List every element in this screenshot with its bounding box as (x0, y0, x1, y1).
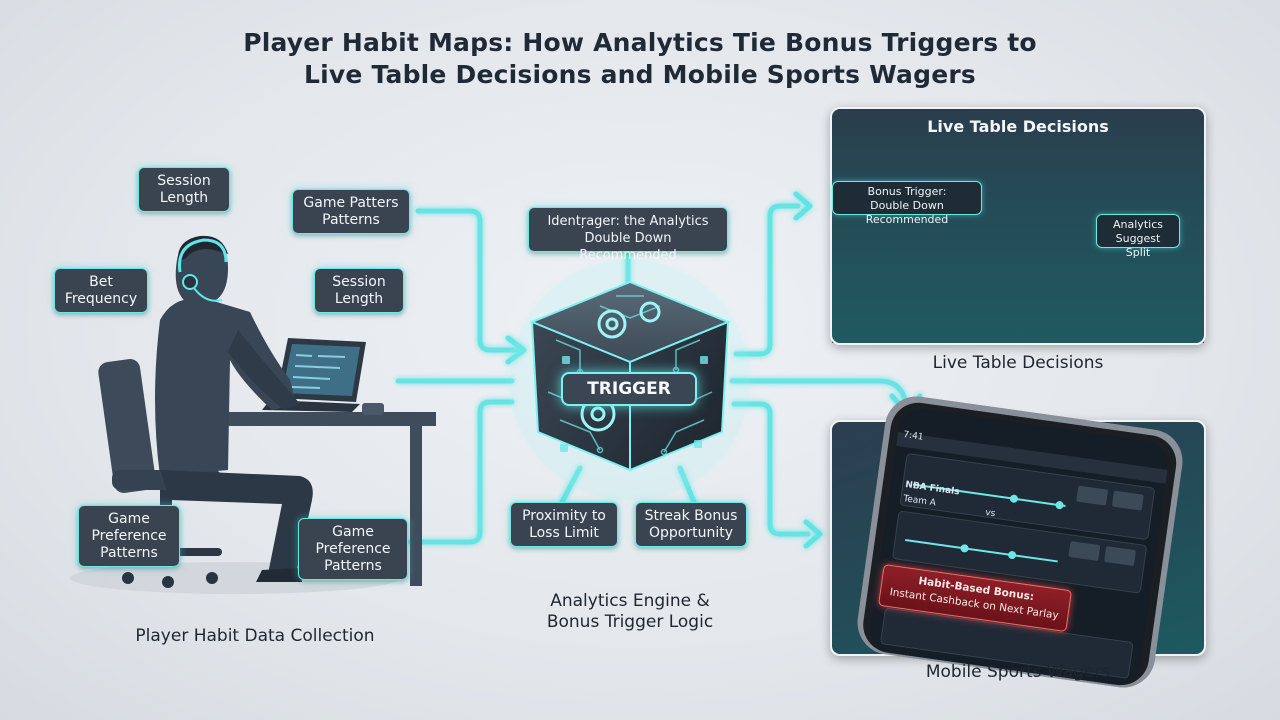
line-cube-to-mobile (731, 401, 811, 537)
line-cube-to-live (733, 203, 801, 357)
arrow-to-live (793, 191, 813, 221)
arrow-to-mobile (803, 519, 823, 549)
caption-mobile-sports-wagers: Mobile Sports Wagers (925, 662, 1111, 682)
cube-trigger-label: TRIGGER (561, 372, 697, 406)
player-silhouette (70, 235, 436, 594)
line-cube-to-live-caption (729, 378, 908, 403)
caption-player-habit-data: Player Habit Data Collection (135, 626, 375, 646)
page-title-line-2: Live Table Decisions and Mobile Sports W… (304, 60, 976, 89)
panel-title-live-table: Live Table Decisions (927, 117, 1109, 136)
tag-bonus-trigger-double-down: Bonus Trigger:Double Down Recommended (832, 181, 982, 226)
gear-icon (580, 301, 661, 432)
phone-vs: vs (984, 508, 996, 520)
caption-live-table-decisions: Live Table Decisions (932, 353, 1104, 373)
caption-analytics-engine: Analytics Engine & Bonus Trigger Logic (546, 591, 714, 632)
line-bottom-tag-to-cube (407, 399, 515, 545)
page-title-line-1: Player Habit Maps: How Analytics Tie Bon… (243, 28, 1037, 57)
line-top-tag-to-cube (415, 208, 523, 353)
